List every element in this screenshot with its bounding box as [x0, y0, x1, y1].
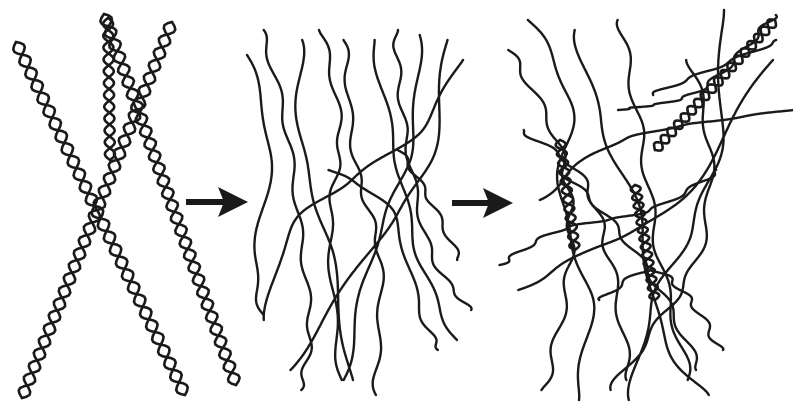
tangle-strand-1	[508, 50, 574, 390]
loose-strand-5	[344, 40, 384, 395]
arrow-right-icon	[452, 188, 513, 218]
panel-twisted-helices	[13, 14, 239, 398]
tangle-strand-11	[540, 110, 793, 200]
loose-strand-4	[319, 30, 342, 380]
loose-strand-12	[329, 170, 438, 350]
panel-loose-strands	[247, 30, 472, 395]
panel-retwisted-tangle	[500, 10, 793, 400]
arrow-right-icon	[186, 187, 248, 217]
tangle-strand-3	[574, 30, 709, 395]
tangle-strand-4	[528, 20, 594, 400]
tangle-strand-7	[618, 15, 777, 110]
loose-strand-2	[247, 55, 272, 315]
